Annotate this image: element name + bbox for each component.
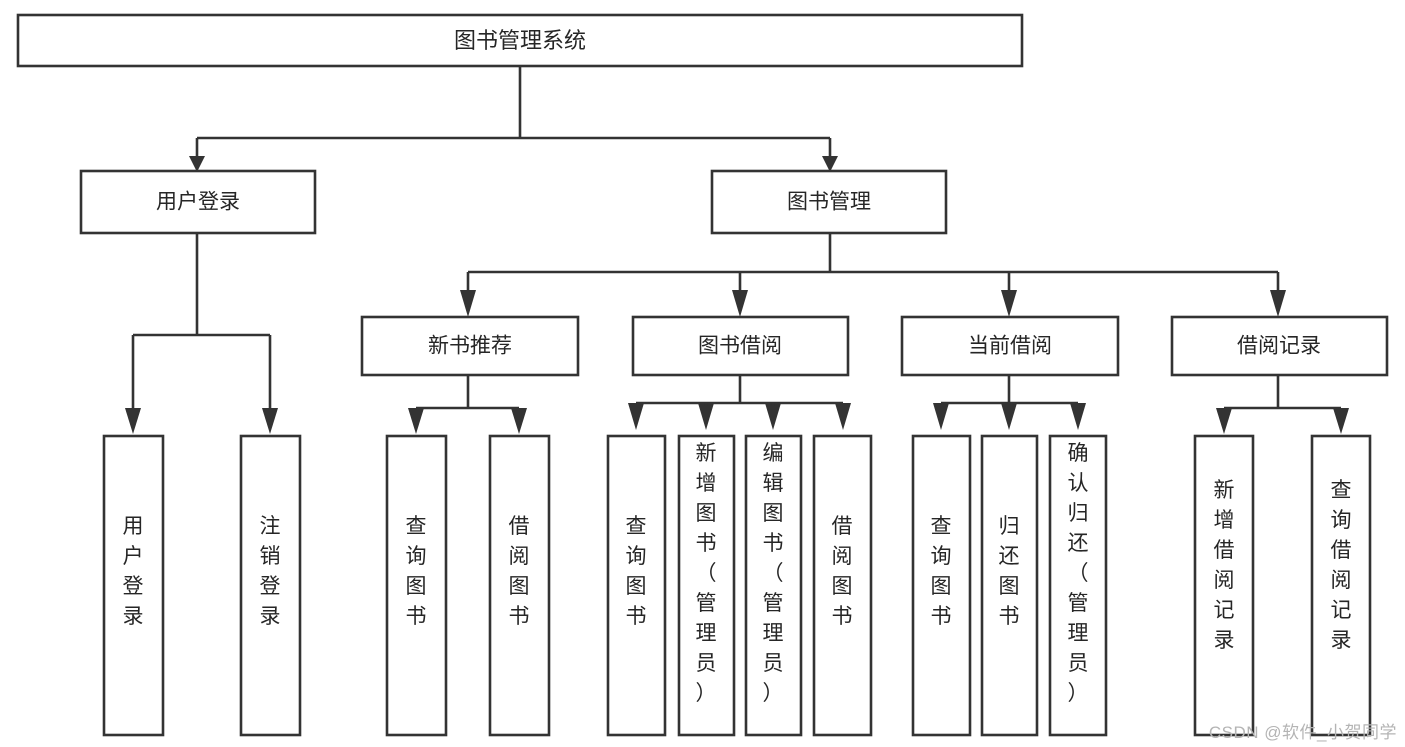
leaf-book-borrow-4[interactable]: 借阅图书 — [812, 434, 873, 737]
leaf-book-borrow-1-label: 查询图书 — [626, 515, 647, 628]
leaf-recommend-1-box[interactable] — [385, 434, 448, 737]
arrow-current-leaf2 — [1001, 403, 1017, 430]
node-book-manage[interactable]: 图书管理 — [710, 169, 948, 235]
arrow-user-login-leaf1 — [125, 408, 141, 434]
leaf-borrow-record-1[interactable]: 新增借阅记录 — [1193, 434, 1255, 737]
leaf-current-borrow-2-label: 归还图书 — [999, 515, 1020, 628]
leaf-borrow-record-1-label: 新增借阅记录 — [1214, 479, 1235, 652]
node-book-manage-box[interactable] — [710, 169, 948, 235]
arrow-borrow-leaf3 — [765, 403, 781, 430]
arrow-current-leaf1 — [933, 403, 949, 430]
leaf-book-borrow-4-box[interactable] — [812, 434, 873, 737]
node-new-book-recommend-label: 新书推荐 — [428, 335, 512, 358]
leaf-recommend-1-label: 查询图书 — [406, 515, 427, 628]
arrow-borrow-leaf1 — [628, 403, 644, 430]
arrow-book-manage-to-record — [1270, 290, 1286, 317]
leaf-current-borrow-2[interactable]: 归还图书 — [980, 434, 1039, 737]
leaf-current-borrow-1-label: 查询图书 — [931, 515, 952, 628]
leaf-book-borrow-3-box[interactable] — [744, 434, 803, 737]
leaf-recommend-2-label: 借阅图书 — [509, 515, 530, 628]
leaf-book-borrow-2-label: 新增图书（管理员） — [696, 442, 717, 705]
node-current-borrow-label: 当前借阅 — [968, 335, 1052, 358]
leaf-book-borrow-1-box[interactable] — [606, 434, 667, 737]
leaf-borrow-record-1-box[interactable] — [1193, 434, 1255, 737]
arrow-book-manage-to-borrow — [732, 290, 748, 317]
arrow-book-manage-to-current — [1001, 290, 1017, 317]
leaf-book-borrow-3[interactable]: 编辑图书（管理员） — [744, 434, 803, 737]
node-user-login-label: 用户登录 — [156, 191, 240, 214]
leaf-borrow-record-2-box[interactable] — [1310, 434, 1372, 737]
leaf-book-borrow-1[interactable]: 查询图书 — [606, 434, 667, 737]
leaf-current-borrow-1[interactable]: 查询图书 — [911, 434, 972, 737]
arrow-current-leaf3 — [1070, 403, 1086, 430]
leaf-current-borrow-3-label: 确认归还（管理员） — [1068, 442, 1089, 705]
node-new-book-recommend[interactable]: 新书推荐 — [360, 315, 580, 377]
leaf-borrow-record-2[interactable]: 查询借阅记录 — [1310, 434, 1372, 737]
node-new-book-recommend-box[interactable] — [360, 315, 580, 377]
leaf-current-borrow-3-box[interactable] — [1048, 434, 1108, 737]
arrow-root-to-book-manage — [822, 156, 838, 172]
leaf-recommend-2[interactable]: 借阅图书 — [488, 434, 551, 737]
arrow-user-login-leaf2 — [262, 408, 278, 434]
arrow-root-to-user-login — [189, 156, 205, 172]
arrow-borrow-leaf2 — [698, 403, 714, 430]
node-user-login-box[interactable] — [79, 169, 317, 235]
leaf-user-login-2[interactable]: 注销登录 — [239, 434, 302, 737]
node-current-borrow-box[interactable] — [900, 315, 1120, 377]
leaf-recommend-2-box[interactable] — [488, 434, 551, 737]
leaf-user-login-1-box[interactable] — [102, 434, 165, 737]
leaf-book-borrow-2[interactable]: 新增图书（管理员） — [677, 434, 736, 737]
leaf-book-borrow-4-label: 借阅图书 — [832, 515, 853, 628]
connector-layer — [125, 66, 1349, 434]
node-borrow-record-label: 借阅记录 — [1237, 335, 1321, 358]
leaf-user-login-2-box[interactable] — [239, 434, 302, 737]
arrow-record-leaf2 — [1333, 408, 1349, 434]
leaf-current-borrow-3[interactable]: 确认归还（管理员） — [1048, 434, 1108, 737]
node-book-borrow-box[interactable] — [631, 315, 850, 377]
node-borrow-record[interactable]: 借阅记录 — [1170, 315, 1389, 377]
node-book-borrow-label: 图书借阅 — [698, 335, 782, 358]
leaf-borrow-record-2-label: 查询借阅记录 — [1331, 479, 1352, 652]
node-root-box[interactable] — [16, 13, 1024, 68]
node-root[interactable]: 图书管理系统 — [16, 13, 1024, 68]
leaf-user-login-1[interactable]: 用户登录 — [102, 434, 165, 737]
arrow-record-leaf1 — [1216, 408, 1232, 434]
leaf-user-login-2-label: 注销登录 — [260, 515, 281, 628]
leaf-book-borrow-2-box[interactable] — [677, 434, 736, 737]
arrow-book-manage-to-recommend — [460, 290, 476, 317]
node-user-login[interactable]: 用户登录 — [79, 169, 317, 235]
node-root-label: 图书管理系统 — [454, 28, 586, 53]
leaf-book-borrow-3-label: 编辑图书（管理员） — [763, 442, 784, 705]
leaf-user-login-1-label: 用户登录 — [123, 515, 144, 628]
leaf-recommend-1[interactable]: 查询图书 — [385, 434, 448, 737]
leaf-current-borrow-2-box[interactable] — [980, 434, 1039, 737]
node-book-manage-label: 图书管理 — [787, 191, 871, 214]
node-current-borrow[interactable]: 当前借阅 — [900, 315, 1120, 377]
leaf-current-borrow-1-box[interactable] — [911, 434, 972, 737]
node-book-borrow[interactable]: 图书借阅 — [631, 315, 850, 377]
arrow-recommend-leaf2 — [511, 408, 527, 434]
arrow-recommend-leaf1 — [408, 408, 424, 434]
node-borrow-record-box[interactable] — [1170, 315, 1389, 377]
arrow-borrow-leaf4 — [835, 403, 851, 430]
